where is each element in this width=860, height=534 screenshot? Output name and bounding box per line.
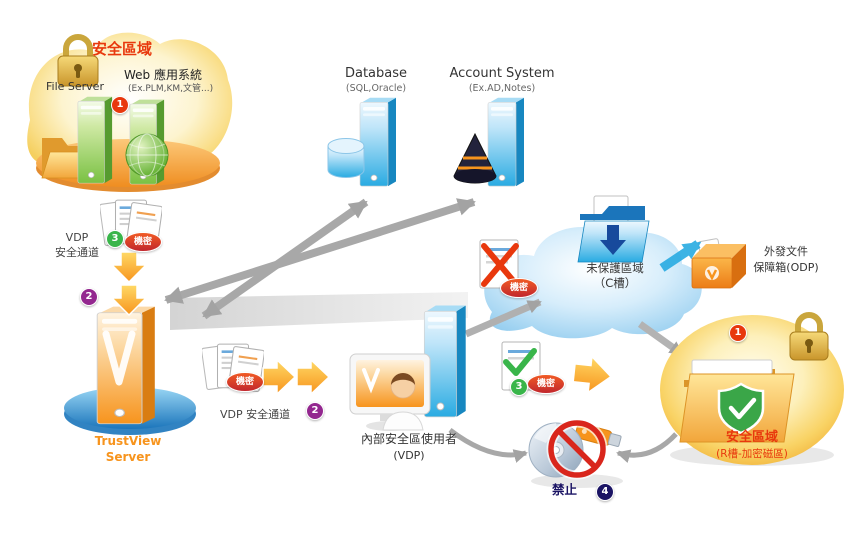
right-arrow-icons [262, 358, 331, 396]
cloud-label-line1: 未保護區域 [586, 261, 644, 275]
database-server-icon [359, 97, 397, 187]
red-x-icon [481, 243, 519, 287]
user-to-media-arrow [448, 428, 528, 463]
padlock-icon-top [57, 34, 99, 87]
web-app-label: Web 應用系統 [124, 68, 202, 82]
vdp-left-label-line1: VDP [65, 231, 89, 244]
database-cylinder-icon [327, 138, 365, 178]
step-badge-2: 2 [80, 288, 98, 306]
account-label: Account System [449, 66, 555, 81]
sync-arrows [164, 198, 476, 320]
odp-label-line2: 保障箱(ODP) [753, 261, 819, 274]
confidential-stamp: 機密 [124, 232, 162, 252]
internal-user-label: 內部安全區使用者 [360, 432, 457, 446]
trustview-label-line2: Server [105, 450, 151, 464]
step-badge-1: 1 [729, 324, 747, 342]
down-arrow-icons [110, 251, 148, 317]
confidential-stamp: 機密 [500, 278, 538, 298]
padlock-icon-r [789, 312, 829, 361]
r-drive-folder-icon [679, 359, 795, 443]
account-sub-label: (Ex.AD,Notes) [468, 83, 536, 94]
database-sub-label: (SQL,Oracle) [345, 83, 407, 94]
trustview-logo [102, 330, 136, 386]
step-badge-3: 3 [510, 378, 528, 396]
cloud-label-line2: （C槽） [593, 276, 637, 290]
trustview-server-icon [96, 305, 156, 425]
c-drive-folder-icon [577, 195, 650, 263]
odp-arrow [659, 240, 702, 272]
r-to-media-arrow [616, 432, 678, 463]
odp-box-icon [691, 238, 746, 289]
prohibition-icon [546, 418, 608, 480]
secure-zone-r-title: 安全區域 [725, 430, 778, 445]
green-check-icon [503, 348, 537, 376]
step-badge-3: 3 [106, 230, 124, 248]
internal-user-icon [349, 353, 431, 431]
account-directory-icon [453, 132, 497, 184]
user-to-cloud-arrow [464, 298, 542, 338]
file-server-label: File Server [46, 80, 104, 93]
internal-user-sub-label: (VDP) [393, 449, 425, 462]
vdp-left-label-line2: 安全通道 [55, 246, 99, 259]
step-badge-1: 1 [111, 96, 129, 114]
trustview-label-line1: TrustView [94, 434, 162, 448]
user-server-icon [423, 304, 467, 418]
database-label: Database [344, 66, 408, 81]
web-globe-icon [125, 133, 169, 177]
confidential-stamp: 機密 [527, 374, 565, 394]
secure-zone-r-sub: (R槽-加密磁區) [716, 448, 788, 460]
to-r-arrow-icon [572, 354, 613, 394]
forbidden-media-icon [528, 418, 623, 488]
odp-label-line1: 外發文件 [764, 245, 808, 258]
forbidden-label: 禁止 [552, 482, 578, 497]
file-server-icon [77, 96, 113, 184]
vdp-mid-label: VDP 安全通道 [220, 408, 291, 421]
confidential-stamp: 機密 [226, 372, 264, 392]
step-badge-2: 2 [306, 402, 324, 420]
secure-zone-top-title: 安全區域 [92, 40, 153, 58]
web-app-sub-label: (Ex.PLM,KM,文管...) [128, 84, 214, 94]
step-badge-4: 4 [596, 483, 614, 501]
blocked-document-icon [479, 239, 519, 289]
